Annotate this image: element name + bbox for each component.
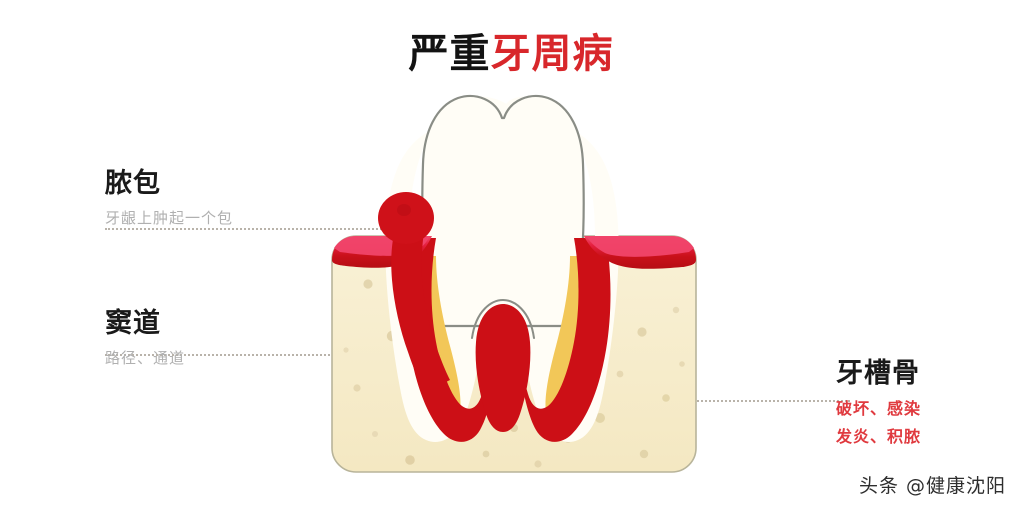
callout-abscess-heading: 脓包 (105, 168, 161, 199)
infection-mass (405, 238, 611, 442)
page-title: 严重牙周病 (0, 32, 1022, 76)
leader-line-sinus (105, 354, 430, 356)
callout-abscess: 脓包 牙龈上肿起一个包 (105, 168, 233, 228)
page-title-prefix: 严重 (408, 31, 491, 77)
leader-line-bone (690, 400, 850, 402)
callout-alveolar-bone: 牙槽骨 破坏、感染 发炎、积脓 (836, 358, 921, 447)
callout-alveolar-bone-heading: 牙槽骨 (836, 358, 920, 389)
callout-sinus-subline: 路径、通道 (105, 349, 186, 368)
callout-alveolar-bone-subline-2: 发炎、积脓 (836, 426, 922, 446)
tooth-diagram (300, 88, 730, 488)
page-title-highlight: 牙周病 (490, 31, 614, 77)
callout-abscess-subline: 牙龈上肿起一个包 (105, 209, 234, 228)
sinus-tract (391, 220, 450, 392)
abscess-ball (378, 192, 434, 244)
enamel-crown (421, 94, 585, 328)
callout-sinus: 窦道 路径、通道 (105, 308, 185, 368)
watermark: 头条 @健康沈阳 (858, 475, 1006, 497)
callout-sinus-heading: 窦道 (105, 308, 161, 339)
leader-line-abscess (105, 228, 390, 230)
callout-alveolar-bone-subline-1: 破坏、感染 (836, 399, 922, 419)
furcation-outline (471, 298, 535, 339)
